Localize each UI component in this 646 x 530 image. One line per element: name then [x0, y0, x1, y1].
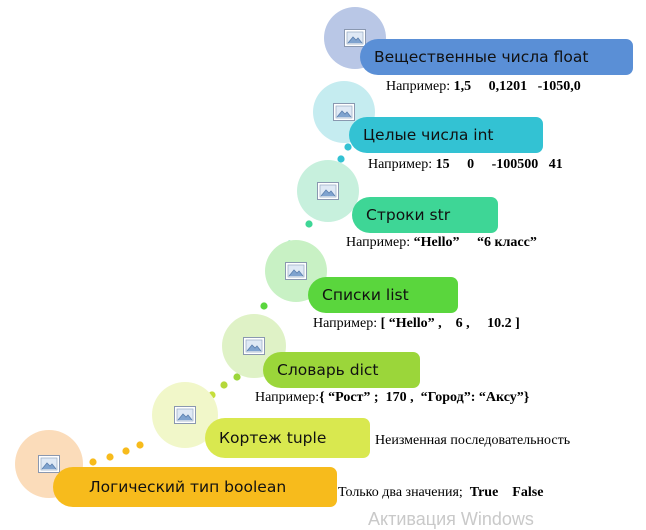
str-type-bar: Строки str — [352, 197, 498, 233]
boolean-values: True False — [462, 485, 544, 500]
list-type-bar: Списки list — [308, 277, 458, 313]
connector-dot — [89, 458, 97, 466]
image-placeholder-icon — [174, 406, 196, 424]
example-label: Например: — [346, 235, 411, 250]
example-label: Например: — [368, 157, 433, 172]
dict-example: Например:{ “Рост” ; 170 , “Город”: “Аксу… — [255, 390, 529, 406]
dict-type-bar: Словарь dict — [263, 352, 420, 388]
image-placeholder-icon — [333, 103, 355, 121]
connector-dot — [344, 143, 352, 151]
example-values: 1,5 0,1201 -1050,0 — [450, 79, 581, 94]
list-image-circle — [265, 240, 327, 302]
description-text: Неизменная последовательность — [375, 433, 571, 448]
example-label: Например: — [255, 390, 320, 405]
connector-dot — [233, 373, 241, 381]
image-placeholder-icon — [317, 182, 339, 200]
int-example: Например: 15 0 -100500 41 — [368, 157, 563, 173]
image-placeholder-icon — [243, 337, 265, 355]
int-type-bar: Целые числа int — [349, 117, 543, 153]
example-values: { “Рост” ; 170 , “Город”: “Аксу”} — [319, 390, 530, 405]
connector-dot — [305, 220, 313, 228]
image-placeholder-icon — [344, 29, 366, 47]
str-example: Например: “Hello” “6 класс” — [346, 235, 537, 251]
description-text: Только два значения; — [338, 485, 463, 500]
float-image-circle — [324, 7, 386, 69]
list-example: Например: [ “Hello” , 6 , 10.2 ] — [313, 316, 520, 332]
str-image-circle — [297, 160, 359, 222]
example-values: “Hello” “6 класс” — [410, 235, 537, 250]
tuple-description: Неизменная последовательность — [375, 433, 570, 449]
connector-dot — [337, 155, 345, 163]
connector-dot — [220, 381, 228, 389]
boolean-description: Только два значения; True False — [338, 485, 543, 501]
example-label: Например: — [313, 316, 378, 331]
example-values: [ “Hello” , 6 , 10.2 ] — [377, 316, 520, 331]
image-placeholder-icon — [38, 455, 60, 473]
image-placeholder-icon — [285, 262, 307, 280]
connector-dot — [106, 453, 114, 461]
float-type-bar: Вещественные числа float — [360, 39, 633, 75]
example-values: 15 0 -100500 41 — [432, 157, 563, 172]
example-label: Например: — [386, 79, 451, 94]
tuple-type-bar: Кортеж tuple — [205, 418, 370, 458]
connector-dot — [136, 441, 144, 449]
windows-activation-watermark: Активация Windows — [368, 509, 534, 529]
connector-dot — [122, 447, 130, 455]
float-example: Например: 1,5 0,1201 -1050,0 — [386, 79, 581, 95]
boolean-type-bar: Логический тип boolean — [53, 467, 337, 507]
connector-dot — [260, 302, 268, 310]
